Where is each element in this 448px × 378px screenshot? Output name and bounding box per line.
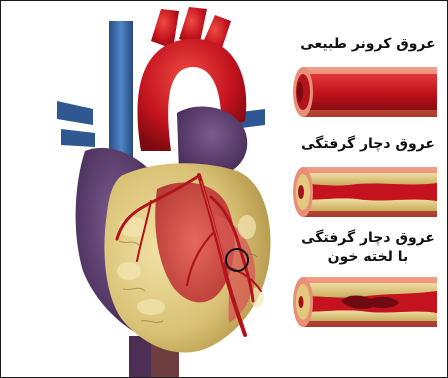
heart-illustration — [1, 1, 301, 377]
label-narrowed-artery: عروق دچار گرفتگی — [295, 135, 441, 154]
clotted-artery-illustration — [289, 271, 439, 333]
label-normal-artery: عروق کرونر طبیعی — [295, 35, 441, 54]
label-clotted-artery: عروق دچار گرفتگی با لخته خون — [295, 229, 441, 267]
narrowed-artery-illustration — [289, 161, 439, 223]
normal-artery-illustration — [289, 61, 439, 123]
